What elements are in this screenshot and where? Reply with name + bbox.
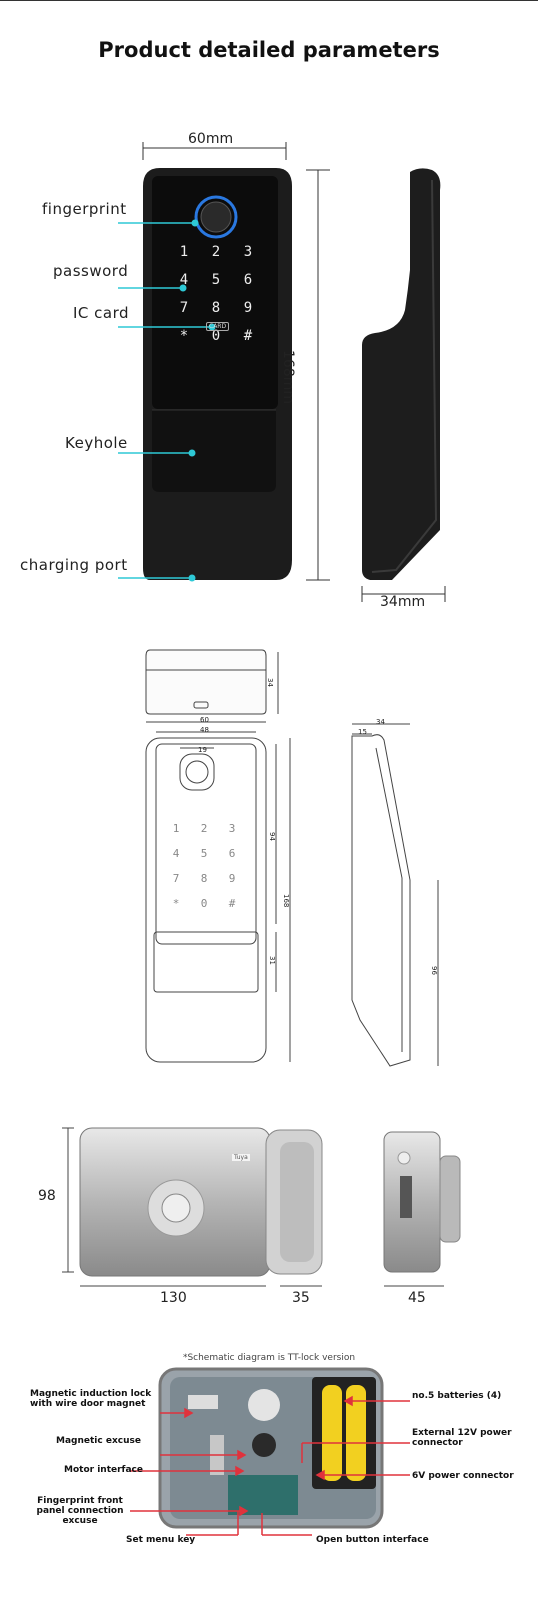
drawing-key-9: 9 — [228, 872, 236, 885]
feature-ic-card: IC card — [73, 304, 130, 322]
label-motor-interface: Motor interface — [64, 1465, 143, 1475]
label-6v-connector: 6V power connector — [412, 1471, 514, 1481]
label-open-button: Open button interface — [316, 1535, 429, 1545]
key-hash: # — [243, 328, 253, 344]
feature-keyhole: Keyhole — [65, 434, 128, 452]
label-door-magnet: Magnetic induction lock with wire door m… — [30, 1389, 152, 1409]
drawing-key-8: 8 — [200, 872, 208, 885]
key-star: * — [179, 328, 189, 344]
feature-password: password — [53, 262, 129, 280]
side-depth-dimension: 34 — [376, 718, 385, 726]
side-offset-dimension: 15 — [358, 728, 367, 736]
keypad-height-dimension: 94 — [268, 832, 276, 841]
drawing-key-1: 1 — [172, 822, 180, 835]
key-0: 0 — [211, 328, 221, 344]
key-8: 8 — [211, 300, 221, 316]
height-dimension: 168mm — [280, 350, 296, 404]
sensor-width-dimension: 19 — [198, 746, 207, 754]
outer-width-dimension: 60 — [200, 716, 209, 724]
key-5: 5 — [211, 272, 221, 288]
drawing-key-hash: # — [228, 897, 236, 910]
feature-fingerprint: fingerprint — [42, 200, 127, 218]
drawing-key-6: 6 — [228, 847, 236, 860]
page-title: Product detailed parameters — [98, 38, 440, 62]
key-3: 3 — [243, 244, 253, 260]
section-technical-drawing: 34 60 48 19 94 168 31 34 15 96 1 2 3 4 5… — [0, 640, 538, 1080]
section-overview: 60mm 168mm 34mm fingerprint password IC … — [0, 120, 538, 620]
section-rim-lock: 98 130 35 45 Tuya — [0, 1110, 538, 1320]
label-batteries: no.5 batteries (4) — [412, 1391, 502, 1401]
tuya-badge: Tuya — [232, 1154, 250, 1161]
technical-drawing — [145, 649, 439, 1067]
label-external-12v: External 12V power connector — [412, 1428, 512, 1448]
handle-height-dimension: 31 — [268, 956, 276, 965]
width-dimension: 60mm — [188, 131, 234, 147]
key-2: 2 — [211, 244, 221, 260]
drawing-key-3: 3 — [228, 822, 236, 835]
lock-height-dimension: 98 — [38, 1188, 56, 1204]
lock-knob-width-dimension: 35 — [292, 1290, 310, 1306]
total-height-dimension: 168 — [282, 894, 290, 908]
label-fingerprint-connection: Fingerprint front panel connection excus… — [36, 1496, 124, 1526]
schematic-note: *Schematic diagram is TT-lock version — [182, 1353, 356, 1363]
key-1: 1 — [179, 244, 189, 260]
rim-lock-drawing — [62, 1127, 461, 1287]
key-6: 6 — [243, 272, 253, 288]
label-magnetic-excuse: Magnetic excuse — [56, 1436, 141, 1446]
drawing-key-0: 0 — [200, 897, 208, 910]
drawing-key-4: 4 — [172, 847, 180, 860]
section-internal-schematic: *Schematic diagram is TT-lock version Ma… — [0, 1345, 538, 1599]
depth-dimension: 34mm — [380, 594, 426, 610]
inner-width-dimension: 48 — [200, 726, 209, 734]
drawing-keypad: 1 2 3 4 5 6 7 8 9 * 0 # — [162, 822, 252, 910]
lock-depth-dimension: 45 — [408, 1290, 426, 1306]
key-9: 9 — [243, 300, 253, 316]
top-depth-dimension: 34 — [266, 678, 274, 687]
drawing-key-2: 2 — [200, 822, 208, 835]
label-set-menu-key: Set menu key — [126, 1535, 196, 1545]
drawing-key-5: 5 — [200, 847, 208, 860]
overview-drawing — [118, 142, 446, 602]
schematic-drawing — [130, 1367, 410, 1536]
card-badge: CARD — [206, 322, 230, 331]
key-4: 4 — [179, 272, 189, 288]
side-height-dimension: 96 — [430, 966, 438, 975]
keypad: 1 2 3 4 5 6 7 8 9 * 0 # — [168, 244, 264, 344]
drawing-key-star: * — [172, 897, 180, 910]
drawing-key-7: 7 — [172, 872, 180, 885]
top-rule — [0, 0, 538, 1]
key-7: 7 — [179, 300, 189, 316]
feature-charging-port: charging port — [20, 556, 128, 574]
lock-body-width-dimension: 130 — [160, 1290, 187, 1306]
